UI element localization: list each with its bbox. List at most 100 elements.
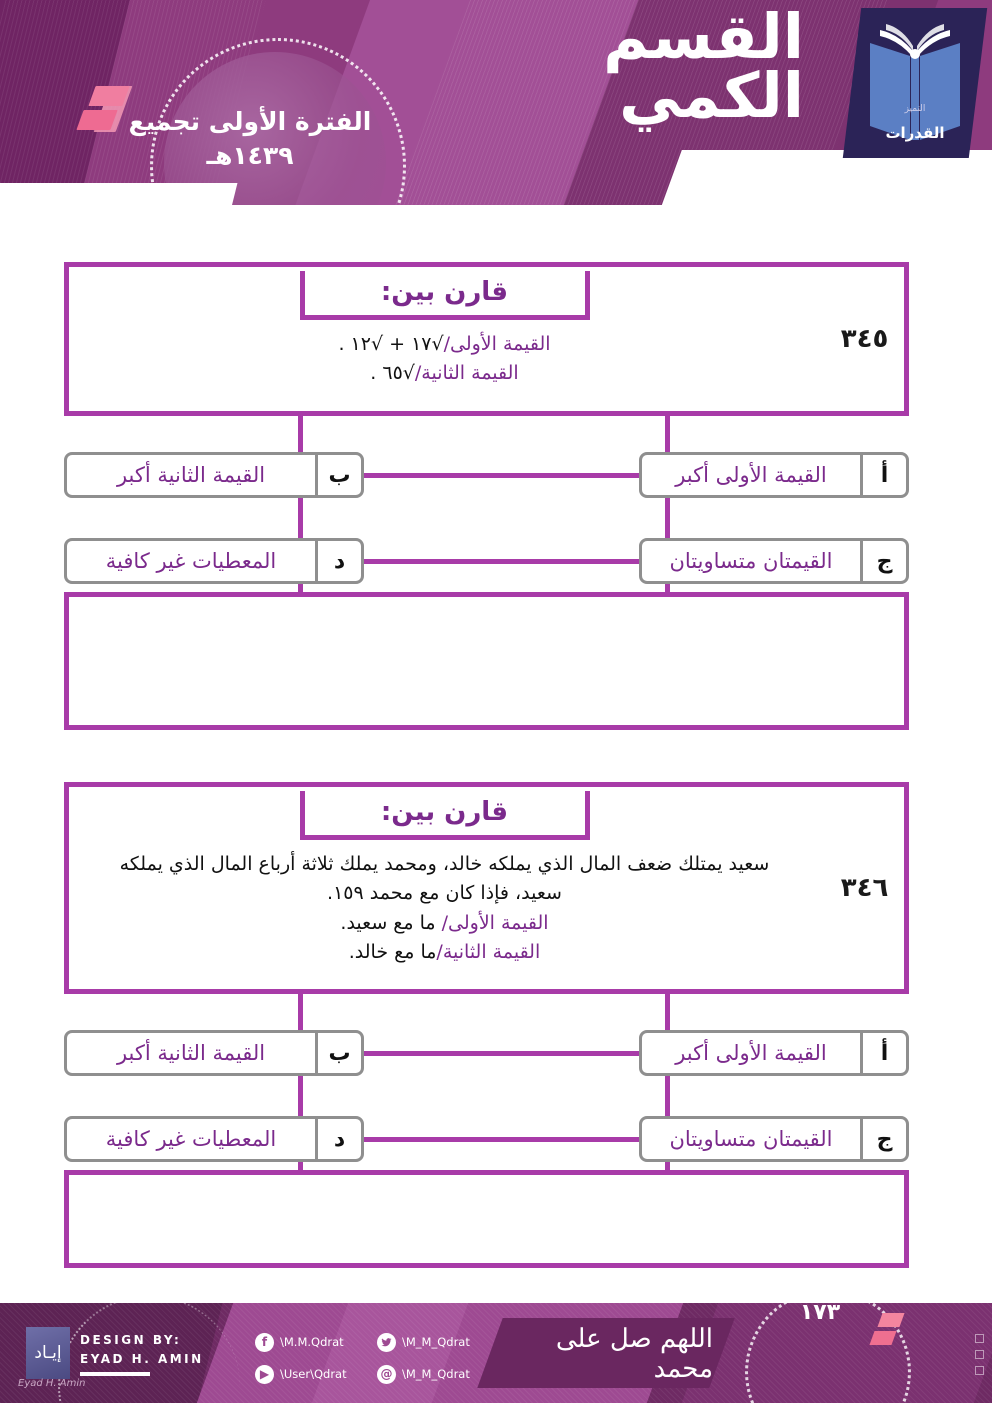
twitter-bird-icon — [381, 1337, 392, 1346]
page-title: القسم الكمي — [603, 0, 805, 132]
connector-vertical-mid-left-346 — [298, 1076, 303, 1116]
option-a-letter-345: أ — [860, 455, 906, 495]
youtube-handle: \User\Qdrat — [280, 1367, 347, 1381]
second-value-expr-346: ما مع خالد. — [348, 941, 437, 964]
social-twitter[interactable]: \M_M_Qdrat — [377, 1332, 507, 1352]
option-d-letter-346: د — [315, 1119, 361, 1159]
second-value-line-345: القيمة الثانية/√٦٥ . — [89, 359, 800, 388]
period-line-2: تجميع ١٤٣٩هـ — [128, 107, 294, 170]
option-d-345[interactable]: د المعطيات غير كافية — [64, 538, 364, 584]
option-c-letter-345: ج — [860, 541, 906, 581]
footer-square-marker-2 — [975, 1350, 984, 1359]
question-text-346: سعيد يمتلك ضعف المال الذي يملكه خالد، وم… — [85, 840, 804, 968]
options-group-345: أ القيمة الأولى أكبر ب القيمة الثانية أك… — [64, 416, 909, 606]
option-c-letter-346: ج — [860, 1119, 906, 1159]
option-b-346[interactable]: ب القيمة الثانية أكبر — [64, 1030, 364, 1076]
first-value-expr-345: √١٧ + √١٢ . — [338, 333, 444, 355]
header-white-wedge-right — [638, 150, 992, 205]
social-facebook[interactable]: f \M.M.Qdrat — [255, 1332, 377, 1352]
option-b-letter-345: ب — [315, 455, 361, 495]
instagram-icon: @ — [377, 1364, 396, 1384]
option-a-letter-346: أ — [860, 1033, 906, 1073]
option-c-text-345: القيمتان متساويتان — [669, 549, 833, 573]
question-stem-346: ٣٤٦ قارن بين: سعيد يمتلك ضعف المال الذي … — [64, 782, 909, 994]
options-row-1-345: أ القيمة الأولى أكبر ب القيمة الثانية أك… — [64, 452, 909, 498]
design-credit: DESIGN BY: EYAD H. AMIN — [80, 1331, 204, 1368]
connector-vertical-mid-right-345 — [665, 498, 670, 538]
connector-horizontal-1-345 — [364, 473, 639, 478]
first-value-label-345: القيمة الأولى/ — [443, 333, 551, 355]
instagram-handle: \M_M_Qdrat — [402, 1367, 470, 1381]
logo-subtitle: التميز — [904, 104, 926, 114]
option-a-text-346: القيمة الأولى أكبر — [675, 1041, 827, 1065]
facebook-handle: \M.M.Qdrat — [280, 1335, 344, 1349]
youtube-icon: ▶ — [255, 1364, 274, 1384]
title-line-1: القسم — [603, 0, 805, 73]
connector-vertical-mid-left-345 — [298, 498, 303, 538]
designer-signature: Eyad H. Amin — [18, 1378, 86, 1389]
question-stem-345: ٣٤٥ قارن بين: القيمة الأولى/√١٧ + √١٢ . … — [64, 262, 909, 416]
title-line-2: الكمي — [619, 58, 805, 132]
option-c-346[interactable]: ج القيمتان متساويتان — [639, 1116, 909, 1162]
pink-chevron-2 — [76, 110, 118, 130]
first-value-line-346: القيمة الأولى/ ما مع سعيد. — [89, 909, 800, 938]
calligraphy-text: اللهم صل على محمد — [555, 1324, 713, 1384]
qudrat-logo: التميز القدرات — [842, 8, 988, 158]
option-d-text-346: المعطيات غير كافية — [105, 1127, 277, 1151]
option-a-345[interactable]: أ القيمة الأولى أكبر — [639, 452, 909, 498]
stem-line-2-346: سعيد، فإذا كان مع محمد ١٥٩. — [327, 882, 562, 905]
footer-square-marker-1 — [975, 1334, 984, 1343]
work-area-345[interactable] — [64, 592, 909, 730]
compare-prompt-345: قارن بين: — [299, 271, 590, 320]
page-number: ١٧٣ — [799, 1300, 841, 1325]
social-links: f \M.M.Qdrat \M_M_Qdrat ▶ \User\Qdrat @ … — [255, 1326, 515, 1390]
options-row-2-346: ج القيمتان متساويتان د المعطيات غير كافي… — [64, 1116, 909, 1162]
connector-vertical-top-left-345 — [298, 416, 303, 452]
question-number-345: ٣٤٥ — [825, 267, 909, 411]
social-youtube[interactable]: ▶ \User\Qdrat — [255, 1364, 377, 1384]
stem-line-1-346: سعيد يمتلك ضعف المال الذي يملكه خالد، وم… — [119, 853, 770, 875]
first-value-expr-346: ما مع سعيد. — [340, 911, 436, 934]
footer-square-marker-3 — [975, 1366, 984, 1375]
work-area-346[interactable] — [64, 1170, 909, 1268]
first-value-line-345: القيمة الأولى/√١٧ + √١٢ . — [89, 330, 800, 359]
logo-caption: القدرات — [885, 124, 945, 142]
designer-logo: إيـاد — [26, 1327, 70, 1379]
second-value-label-346: القيمة الثانية/ — [436, 941, 541, 964]
option-b-text-345: القيمة الثانية أكبر — [116, 463, 266, 487]
option-a-346[interactable]: أ القيمة الأولى أكبر — [639, 1030, 909, 1076]
page-header: الفترة الأولى تجميع ١٤٣٩هـ القسم الكمي ا… — [0, 0, 992, 205]
option-b-345[interactable]: ب القيمة الثانية أكبر — [64, 452, 364, 498]
pink-chevron-1 — [88, 86, 130, 106]
connector-horizontal-2-345 — [364, 559, 639, 564]
compare-prompt-346: قارن بين: — [299, 791, 590, 840]
option-a-text-345: القيمة الأولى أكبر — [675, 463, 827, 487]
option-c-345[interactable]: ج القيمتان متساويتان — [639, 538, 909, 584]
open-book-icon — [870, 24, 960, 140]
period-line-1: الفترة الأولى — [208, 107, 372, 136]
design-credit-rule — [80, 1372, 150, 1376]
twitter-handle: \M_M_Qdrat — [402, 1335, 470, 1349]
option-d-346[interactable]: د المعطيات غير كافية — [64, 1116, 364, 1162]
option-b-letter-346: ب — [315, 1033, 361, 1073]
connector-horizontal-2-346 — [364, 1137, 639, 1142]
second-value-expr-345: √٦٥ . — [370, 362, 415, 385]
twitter-icon — [377, 1332, 396, 1352]
connector-vertical-top-right-345 — [665, 416, 670, 452]
first-value-label-346: القيمة الأولى/ — [441, 911, 549, 934]
options-group-346: أ القيمة الأولى أكبر ب القيمة الثانية أك… — [64, 994, 909, 1184]
design-by-label: DESIGN BY: — [80, 1333, 182, 1347]
connector-vertical-top-right-346 — [665, 994, 670, 1030]
second-value-line-346: القيمة الثانية/ما مع خالد. — [89, 938, 800, 967]
option-c-text-346: القيمتان متساويتان — [669, 1127, 833, 1151]
second-value-label-345: القيمة الثانية/ — [414, 362, 519, 385]
options-row-2-345: ج القيمتان متساويتان د المعطيات غير كافي… — [64, 538, 909, 584]
option-d-letter-345: د — [315, 541, 361, 581]
connector-vertical-top-left-346 — [298, 994, 303, 1030]
connector-vertical-mid-right-346 — [665, 1076, 670, 1116]
social-instagram[interactable]: @ \M_M_Qdrat — [377, 1364, 507, 1384]
option-b-text-346: القيمة الثانية أكبر — [116, 1041, 266, 1065]
option-d-text-345: المعطيات غير كافية — [105, 549, 277, 573]
header-period-text: الفترة الأولى تجميع ١٤٣٩هـ — [120, 105, 380, 173]
question-number-346: ٣٤٦ — [825, 787, 909, 989]
